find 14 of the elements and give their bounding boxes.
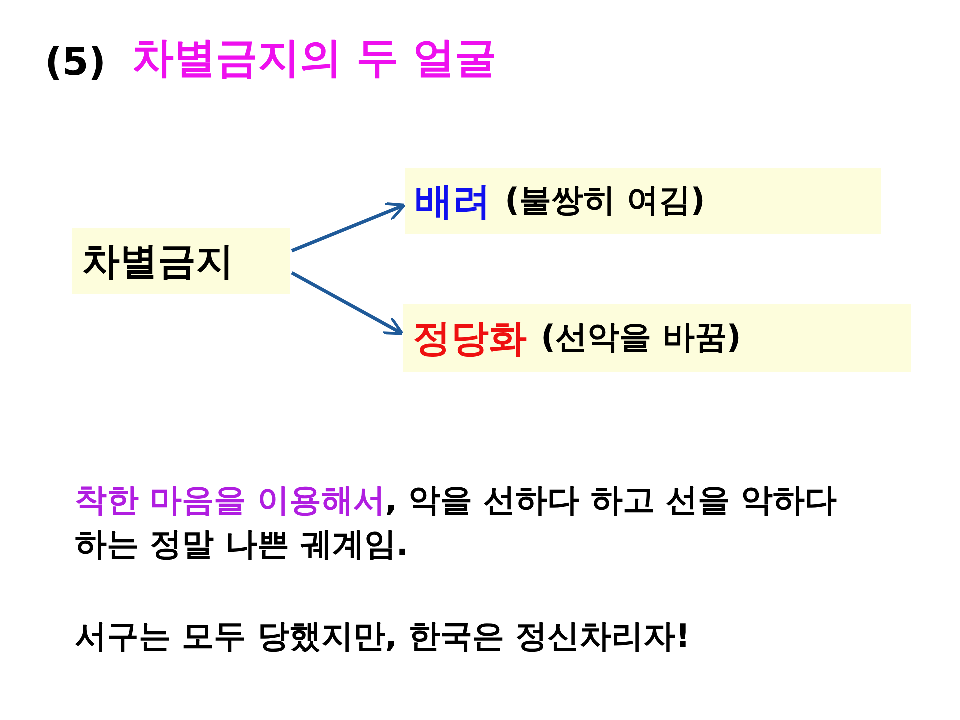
body-sentence: 서구는 모두 당했지만, 한국은 정신차리자! [75,616,692,657]
text-box [72,228,290,294]
node-heading: 정당화 [413,314,527,362]
node-heading: 배려 [415,178,491,224]
title: 차별금지의 두 얼굴 [132,32,498,84]
node-note: (불쌍히 여김) [505,180,706,221]
node-heading: 차별금지 [82,238,234,284]
text-box [405,168,881,234]
section-number: (5) [45,40,106,84]
arrow [291,271,404,336]
arrow [291,202,406,253]
node-note: (선악을 바꿈) [541,317,742,358]
text-box [403,304,911,372]
body-paragraph: 착한 마음을 이용해서, 악을 선하다 하고 선을 악하다 하는 정말 나쁜 궤계임. [75,480,838,565]
